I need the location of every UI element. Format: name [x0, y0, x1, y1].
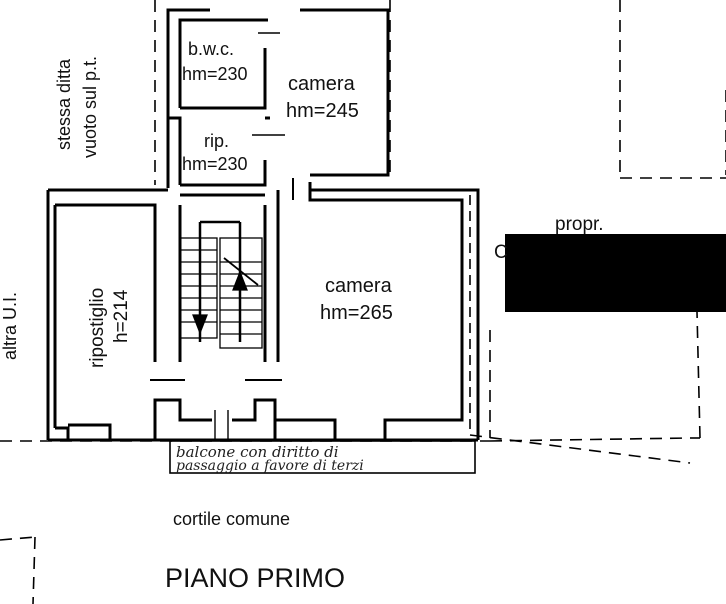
camera-main-height: hm=265 [320, 302, 393, 324]
rip-height: hm=230 [182, 154, 248, 174]
neighbor-label-upper-2: vuoto sul p.t. [80, 56, 100, 158]
balcony-note-line2: passaggio a favore di terzi [176, 458, 364, 474]
camera-top-name: camera [288, 73, 356, 95]
camera-main-name: camera [325, 275, 393, 297]
balcony [169, 440, 476, 474]
floor-title: PIANO PRIMO [165, 563, 345, 593]
ripostiglio-height: h=214 [111, 289, 132, 343]
redaction-block [505, 234, 726, 312]
owner-label-partial: C [494, 242, 508, 263]
balcony-note-line1: balcone con diritto di [176, 443, 339, 461]
neighbor-label-upper-1: stessa ditta [54, 58, 74, 150]
bwc-name: b.w.c. [188, 39, 234, 59]
bwc-height: hm=230 [182, 64, 248, 84]
ripostiglio-name: ripostiglio [87, 288, 108, 368]
staircase [179, 220, 263, 349]
main-walls [46, 8, 480, 442]
camera-top-height: hm=245 [286, 100, 359, 122]
courtyard-label: cortile comune [173, 509, 290, 529]
owner-label: propr. [555, 214, 604, 235]
rip-name: rip. [204, 131, 229, 151]
neighbor-label-lower: altra U.I. [0, 292, 20, 360]
